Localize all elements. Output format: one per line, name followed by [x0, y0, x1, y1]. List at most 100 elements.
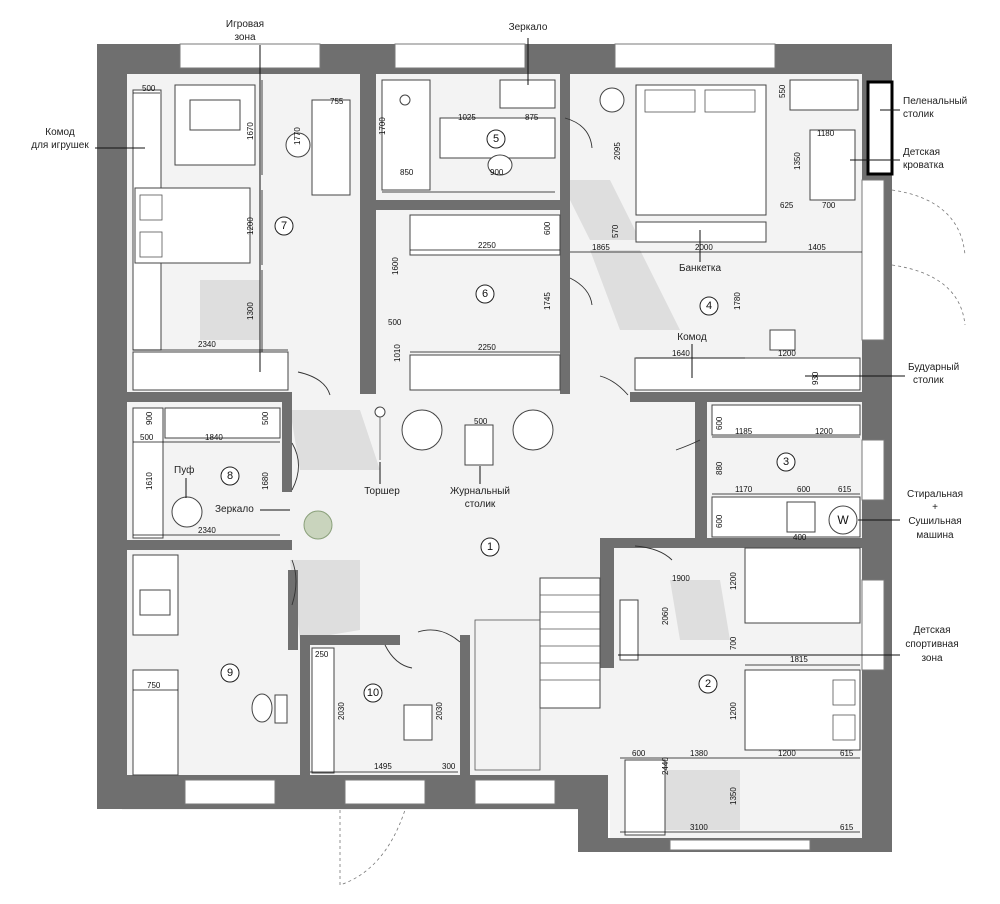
dim-text: 1380	[690, 749, 708, 758]
room-1-marker	[480, 537, 500, 557]
dim-text: 1745	[543, 292, 552, 310]
washer-label-4: машина	[916, 530, 954, 541]
dim-text: 600	[715, 416, 724, 430]
dim-text: 875	[525, 113, 539, 122]
toy-dresser-label-1: Комод	[45, 127, 75, 138]
dim-text: 2000	[695, 243, 713, 252]
room-7-marker	[274, 216, 294, 236]
dim-text: 2030	[435, 702, 444, 720]
room-5-marker	[486, 129, 506, 149]
sport-zone-label-3: зона	[921, 653, 943, 664]
dim-text: 1770	[293, 127, 302, 145]
washer-label-1: Стиральная	[907, 489, 963, 500]
dim-text: 2060	[661, 607, 670, 625]
dim-text: 2340	[198, 340, 216, 349]
changing-table-label-2: столик	[903, 109, 934, 120]
changing-table-label-1: Пеленальный	[903, 96, 967, 107]
dim-text: 600	[797, 485, 811, 494]
dim-text: 600	[715, 514, 724, 528]
crib-label-1: Детская	[903, 147, 940, 158]
washer-label-2: +	[932, 502, 938, 513]
room-2-number: 2	[705, 678, 711, 690]
dim-text: 880	[715, 461, 724, 475]
dim-text: 500	[388, 318, 402, 327]
dim-text: 1780	[733, 292, 742, 310]
dim-text: 1350	[729, 787, 738, 805]
room-8-marker	[220, 466, 240, 486]
mirror-top-label: Зеркало	[509, 22, 548, 33]
room-8-number: 8	[227, 470, 233, 482]
dim-text: 1200	[729, 572, 738, 590]
dim-text: 3100	[690, 823, 708, 832]
room-10-number: 10	[367, 687, 379, 699]
dim-text: 500	[142, 84, 156, 93]
pouf-label: Пуф	[174, 464, 194, 476]
dim-text: 1180	[817, 129, 835, 138]
coffee-table-label-2: столик	[465, 499, 496, 510]
annotations: Игровая зона Зеркало Комод для игрушек П…	[31, 19, 967, 664]
room-9-number: 9	[227, 667, 233, 679]
room-9-furniture: 750 9	[132, 554, 288, 776]
room-3-furniture: W 600 1185 1200 880 1170 600 615 600 400…	[711, 404, 861, 542]
dim-text: 1640	[672, 349, 690, 358]
room-5-number: 5	[493, 133, 499, 145]
mirror-8-label: Зеркало	[215, 504, 254, 515]
dim-text: 250	[315, 650, 329, 659]
dim-text: 550	[778, 84, 787, 98]
play-zone-label-2: зона	[234, 32, 256, 43]
sport-zone-label-1: Детская	[913, 625, 950, 636]
room-7-furniture: 500 1670 755 1770 1200 1300 2340 7	[132, 80, 351, 391]
dim-text: 1405	[808, 243, 826, 252]
room-1-number: 1	[487, 541, 493, 553]
dim-text: 400	[793, 533, 807, 542]
dim-text: 1680	[261, 472, 270, 490]
dim-text: 300	[442, 762, 456, 771]
dim-text: 1200	[729, 702, 738, 720]
dim-text: 500	[140, 433, 154, 442]
window-right-upper	[861, 179, 885, 341]
dim-text: 1010	[393, 344, 402, 362]
room-8-furniture: 900 500 500 1840 1610 1680 2340 8	[132, 407, 281, 539]
dim-text: 2250	[478, 241, 496, 250]
dim-text: 600	[543, 221, 552, 235]
dim-text: 755	[330, 97, 344, 106]
dim-text: 615	[838, 485, 852, 494]
dim-text: 700	[729, 636, 738, 650]
dim-text: 1350	[793, 152, 802, 170]
dim-text: 1200	[778, 749, 796, 758]
room-6-furniture: 2250 2250 1600 1745 500 600 1010 6	[388, 214, 561, 391]
dim-text: 850	[400, 168, 414, 177]
dim-text: 1200	[778, 349, 796, 358]
room-4-furniture: 2095 570 550 1180 1350 625 700 1865 2000…	[570, 79, 894, 391]
room-9-marker	[220, 663, 240, 683]
dim-text: 750	[147, 681, 161, 690]
crib-label-2: кроватка	[903, 160, 944, 171]
room-4-marker	[699, 296, 719, 316]
doors	[291, 117, 966, 886]
coffee-table-label-1: Журнальный	[450, 486, 510, 497]
room-2-marker	[698, 674, 718, 694]
dim-text: 700	[822, 201, 836, 210]
dim-text: 900	[145, 411, 154, 425]
floor-lamp-label: Торшер	[364, 486, 400, 497]
room-2-furniture: 1900 1200 2060 700 1815 1200 600 1380 12…	[619, 547, 861, 836]
dim-text: 1815	[790, 655, 808, 664]
dim-text: 500	[474, 417, 488, 426]
room-3-number: 3	[783, 456, 789, 468]
room-6-number: 6	[482, 288, 488, 300]
dim-text: 1670	[246, 122, 255, 140]
washer-label-3: Сушильная	[908, 516, 961, 527]
dim-text: 900	[490, 168, 504, 177]
dim-text: 570	[611, 224, 620, 238]
washer-symbol: W	[837, 513, 849, 527]
boudoir-table-label-2: столик	[913, 375, 944, 386]
dim-text: 625	[780, 201, 794, 210]
sport-zone-label-2: спортивная	[905, 639, 958, 650]
dim-text: 1610	[145, 472, 154, 490]
play-zone-label-1: Игровая	[226, 19, 264, 30]
bench-label: Банкетка	[679, 263, 722, 274]
toy-dresser-label-2: для игрушек	[31, 140, 89, 151]
dim-text: 615	[840, 823, 854, 832]
boudoir-table-label-1: Будуарный	[908, 362, 959, 373]
